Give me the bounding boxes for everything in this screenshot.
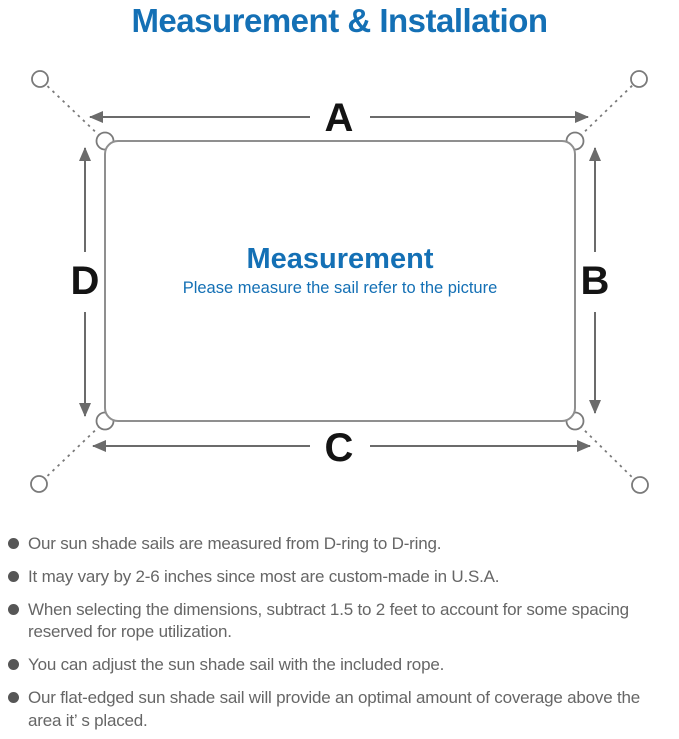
label-side-c: C <box>325 426 354 470</box>
bullet-text: You can adjust the sun shade sail with t… <box>28 655 445 675</box>
bullet-text: Our sun shade sails are measured from D-… <box>28 534 442 553</box>
list-item: Our sun shade sails are measured from D-… <box>8 533 675 555</box>
measurement-arrows <box>79 111 601 452</box>
bullet-text: When selecting the dimensions, subtract … <box>28 600 629 642</box>
list-item: When selecting the dimensions, subtract … <box>8 599 675 643</box>
rope-bottom-right <box>574 420 641 486</box>
instruction-bullet-list: Our sun shade sails are measured from D-… <box>8 533 675 739</box>
label-side-d: D <box>71 259 100 303</box>
bullet-text: Our flat-edged sun shade sail will provi… <box>28 688 641 730</box>
page-title: Measurement & Installation <box>131 2 548 39</box>
bullet-text: It may vary by 2-6 inches since most are… <box>28 567 500 587</box>
label-side-b: B <box>581 259 610 303</box>
list-item: You can adjust the sun shade sail with t… <box>8 654 675 676</box>
list-item: Our flat-edged sun shade sail will provi… <box>8 687 675 731</box>
d-ring-icon <box>30 475 48 493</box>
corner-rope-lines <box>38 78 641 486</box>
bullet-dot-icon <box>8 659 19 671</box>
sail-rectangle <box>104 140 576 422</box>
bullet-dot-icon <box>8 692 19 704</box>
bullet-dot-icon <box>8 604 19 616</box>
bullet-dot-icon <box>8 571 19 583</box>
diagram-center-subtitle: Please measure the sail refer to the pic… <box>183 279 498 297</box>
d-ring-icon <box>630 70 648 88</box>
bullet-dot-icon <box>8 538 19 549</box>
rope-top-left <box>39 78 106 142</box>
measurement-diagram: A B C D Measurement Please measure the s… <box>0 60 679 535</box>
d-ring-icon <box>31 70 49 88</box>
label-side-a: A <box>325 96 354 140</box>
diagram-center-title: Measurement <box>247 243 434 275</box>
rope-top-right <box>574 78 640 142</box>
anchor-rings <box>30 70 649 494</box>
d-ring-icon <box>631 476 649 494</box>
list-item: It may vary by 2-6 inches since most are… <box>8 566 675 588</box>
rope-bottom-left <box>38 420 106 485</box>
